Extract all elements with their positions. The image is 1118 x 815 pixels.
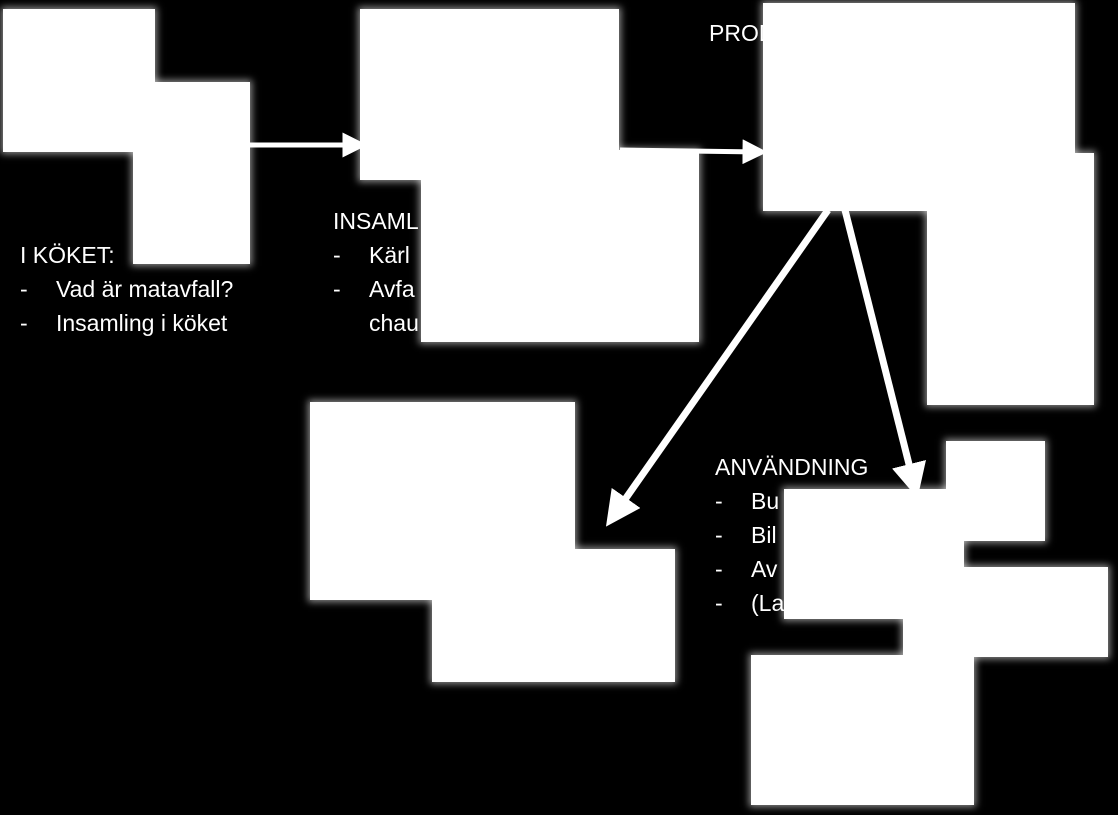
anvandning-item: - (La <box>715 586 868 620</box>
bullet-dash: - <box>715 556 723 582</box>
image-placeholder <box>3 9 155 152</box>
koket-item-label: Insamling i köket <box>56 310 228 336</box>
anvandning-heading: ANVÄNDNING <box>715 454 869 480</box>
insamling-item: - Avfa <box>333 272 419 306</box>
image-placeholder <box>927 153 1094 405</box>
anvandning-item-label: Av <box>751 556 778 582</box>
insamling-item: -chau <box>333 306 419 340</box>
bullet-dash: - <box>333 242 341 268</box>
arrow-produktion-to-anvandning <box>841 209 926 499</box>
image-placeholder <box>432 549 675 682</box>
image-placeholder <box>751 655 974 805</box>
insamling-item: - Kärl <box>333 238 419 272</box>
image-placeholder <box>903 567 1108 657</box>
koket-heading: I KÖKET: <box>20 242 115 268</box>
bullet-dash: - <box>20 276 28 302</box>
anvandning-item-label: Bu <box>751 488 780 514</box>
bullet-dash: - <box>20 310 28 336</box>
anvandning-item-label: (La <box>751 590 785 616</box>
bullet-dash: - <box>715 488 723 514</box>
image-placeholder <box>421 150 699 342</box>
section-anvandning: ANVÄNDNING - Bu - Bil - Av - (La <box>715 450 868 620</box>
bullet-dash: - <box>715 590 723 616</box>
section-koket: I KÖKET: - Vad är matavfall? - Insamling i… <box>20 238 233 340</box>
section-insamling: INSAML - Kärl - Avfa -chau <box>333 204 419 340</box>
image-placeholder <box>133 82 250 264</box>
insamling-item-label: Kärl <box>369 242 410 268</box>
anvandning-item: - Bu <box>715 484 868 518</box>
bullet-dash: - <box>333 276 341 302</box>
insamling-item-label: Avfa <box>369 276 415 302</box>
insamling-item-label: chau <box>369 310 419 336</box>
koket-item-label: Vad är matavfall? <box>56 276 234 302</box>
insamling-heading: INSAML <box>333 208 419 234</box>
anvandning-item: - Av <box>715 552 868 586</box>
anvandning-item-label: Bil <box>751 522 777 548</box>
koket-item: - Vad är matavfall? <box>20 272 233 306</box>
arrow-produktion-to-left <box>605 207 831 527</box>
koket-item: - Insamling i köket <box>20 306 233 340</box>
anvandning-item: - Bil <box>715 518 868 552</box>
bullet-dash: - <box>715 522 723 548</box>
